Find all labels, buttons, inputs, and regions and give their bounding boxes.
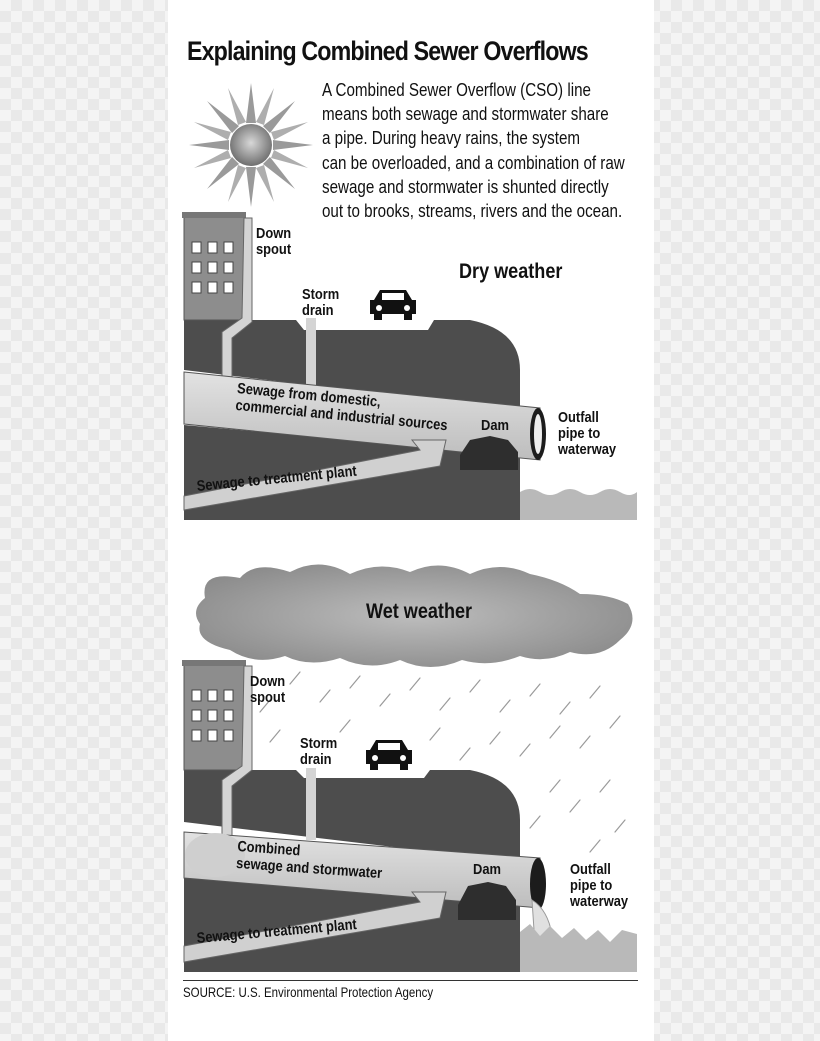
waterway — [520, 489, 637, 520]
intro-line: sewage and stormwater is shunted directl… — [322, 175, 609, 197]
waterway — [520, 924, 637, 972]
treatment-pipe — [183, 439, 447, 511]
dry-weather-heading: Dry weather — [459, 260, 563, 283]
ground-block — [184, 320, 520, 410]
dry-downspout-label: Down spout — [256, 226, 291, 258]
label-line: spout — [256, 241, 292, 258]
outfall-pipe-end — [530, 858, 546, 910]
ground-block — [184, 770, 520, 862]
wet-downspout-label: Down spout — [250, 674, 285, 706]
car-icon — [366, 740, 412, 770]
label-line: Down — [256, 225, 292, 242]
wet-dam-label: Dam — [473, 861, 501, 878]
dry-storm-drain-label: Storm drain — [302, 287, 339, 319]
source-divider — [183, 980, 638, 981]
storm-drain-pipe — [306, 768, 316, 840]
label-line: drain — [302, 302, 334, 319]
label-line: spout — [250, 689, 286, 706]
label-line: Outfall — [558, 409, 599, 426]
label-line: pipe to — [558, 425, 601, 442]
label-line: waterway — [558, 441, 617, 458]
dam-structure — [458, 882, 516, 920]
rain-streaks — [259, 671, 626, 853]
dam-structure — [460, 436, 518, 470]
sun-icon — [189, 83, 313, 207]
cloud-icon — [196, 564, 633, 667]
intro-text: A Combined Sewer Overflow (CSO) line mea… — [322, 78, 625, 223]
label-line: pipe to — [570, 877, 613, 894]
car-icon — [370, 290, 416, 320]
dry-weather-scene — [182, 83, 637, 520]
treatment-pipe — [183, 891, 447, 963]
wet-weather-heading: Wet weather — [366, 600, 473, 623]
dry-outfall-label: Outfall pipe to waterway — [558, 410, 616, 458]
storm-drain-pipe — [306, 318, 316, 388]
intro-line: out to brooks, streams, rivers and the o… — [322, 200, 623, 222]
intro-line: a pipe. During heavy rains, the system — [322, 127, 581, 149]
intro-line: can be overloaded, and a combination of … — [322, 151, 625, 173]
wet-weather-scene — [182, 564, 637, 972]
wet-storm-drain-label: Storm drain — [300, 736, 337, 768]
building-icon — [182, 660, 246, 771]
dry-dam-label: Dam — [481, 417, 509, 434]
label-line: Down — [250, 673, 286, 690]
page-title: Explaining Combined Sewer Overflows — [187, 36, 589, 66]
label-line: Storm — [300, 735, 338, 752]
wet-outfall-label: Outfall pipe to waterway — [570, 862, 628, 910]
label-line: drain — [300, 751, 332, 768]
sewer-main-pipe — [183, 371, 541, 461]
building-icon — [182, 212, 246, 321]
intro-line: means both sewage and stormwater share — [322, 103, 609, 125]
source-credit: SOURCE: U.S. Environmental Protection Ag… — [183, 984, 434, 1000]
label-line: waterway — [570, 893, 629, 910]
intro-line: A Combined Sewer Overflow (CSO) line — [322, 79, 591, 100]
label-line: Outfall — [570, 861, 611, 878]
label-line: Storm — [302, 286, 340, 303]
